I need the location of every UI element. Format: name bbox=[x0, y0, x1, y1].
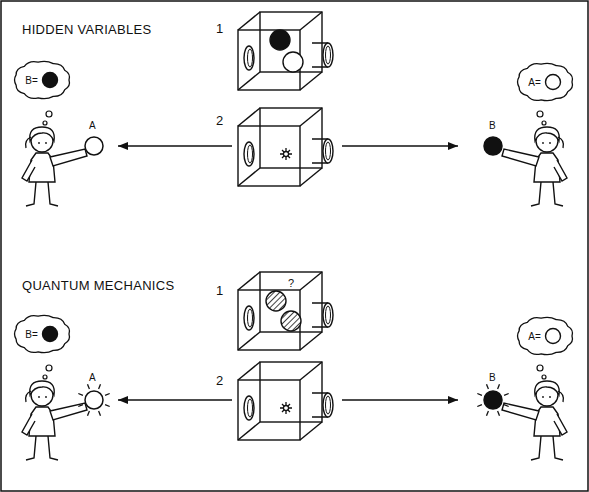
glow-ray bbox=[477, 405, 482, 407]
callout-number: 2 bbox=[216, 114, 224, 128]
quantum-scene bbox=[22, 272, 567, 460]
thought-bubble: A= bbox=[515, 61, 575, 103]
section-heading: HIDDEN VARIABLES bbox=[22, 23, 152, 37]
glow-ray bbox=[99, 411, 101, 416]
bubble-outline bbox=[518, 63, 573, 100]
white-ball bbox=[283, 52, 303, 72]
callout-number: 1 bbox=[216, 284, 224, 298]
glow-ray bbox=[504, 405, 509, 407]
bubble-outline bbox=[518, 317, 573, 354]
bubble-outline bbox=[15, 61, 70, 98]
glow-ray bbox=[486, 411, 488, 416]
ball-icon bbox=[42, 327, 57, 342]
callout-number: 1 bbox=[216, 22, 224, 36]
ball-label: A bbox=[89, 372, 96, 383]
ball-icon bbox=[544, 73, 562, 91]
thought-bubble: B= bbox=[12, 59, 72, 101]
glow-ray bbox=[99, 384, 101, 389]
section-heading: QUANTUM MECHANICS bbox=[22, 279, 174, 293]
hidden-variables-scene bbox=[22, 12, 567, 206]
ball-icon bbox=[544, 327, 562, 345]
source-box bbox=[238, 12, 333, 90]
glow-ray bbox=[78, 405, 83, 407]
glow-ray bbox=[78, 393, 83, 395]
emission-scene bbox=[22, 108, 567, 206]
bubble-text: B= bbox=[25, 75, 38, 86]
source-box bbox=[238, 272, 333, 350]
glow-ray bbox=[498, 384, 500, 389]
glow-ray bbox=[87, 411, 89, 416]
glow-rays bbox=[78, 384, 508, 415]
thought-bubble: B= bbox=[12, 313, 72, 355]
ball-icon bbox=[545, 329, 560, 344]
ball-icon bbox=[545, 75, 560, 90]
bubble-text: B= bbox=[25, 329, 38, 340]
glow-ray bbox=[105, 405, 110, 407]
thought-bubble: A= bbox=[515, 315, 575, 357]
glow-ray bbox=[105, 393, 110, 395]
glow-ray bbox=[498, 411, 500, 416]
white-ball bbox=[85, 137, 103, 155]
ball-label: B bbox=[489, 372, 496, 383]
ball-icon bbox=[41, 325, 59, 343]
black-ball bbox=[484, 391, 502, 409]
white-ball bbox=[85, 391, 103, 409]
glow-ray bbox=[477, 393, 482, 395]
black-ball bbox=[270, 30, 290, 50]
glow-ray bbox=[486, 384, 488, 389]
bubble-text: A= bbox=[528, 331, 541, 342]
bubble-text: A= bbox=[528, 77, 541, 88]
ball-label: B bbox=[489, 120, 496, 131]
callout-number: 2 bbox=[216, 374, 224, 388]
ball-icon bbox=[41, 71, 59, 89]
glow-ray bbox=[504, 393, 509, 395]
emission-scene bbox=[22, 362, 567, 460]
question-mark: ? bbox=[287, 277, 295, 289]
bubble-outline bbox=[15, 315, 70, 352]
black-ball bbox=[484, 137, 502, 155]
ball-label: A bbox=[89, 120, 96, 131]
glow-ray bbox=[87, 384, 89, 389]
undetermined-ball bbox=[266, 291, 286, 311]
undetermined-ball bbox=[281, 311, 301, 331]
ball-icon bbox=[42, 73, 57, 88]
